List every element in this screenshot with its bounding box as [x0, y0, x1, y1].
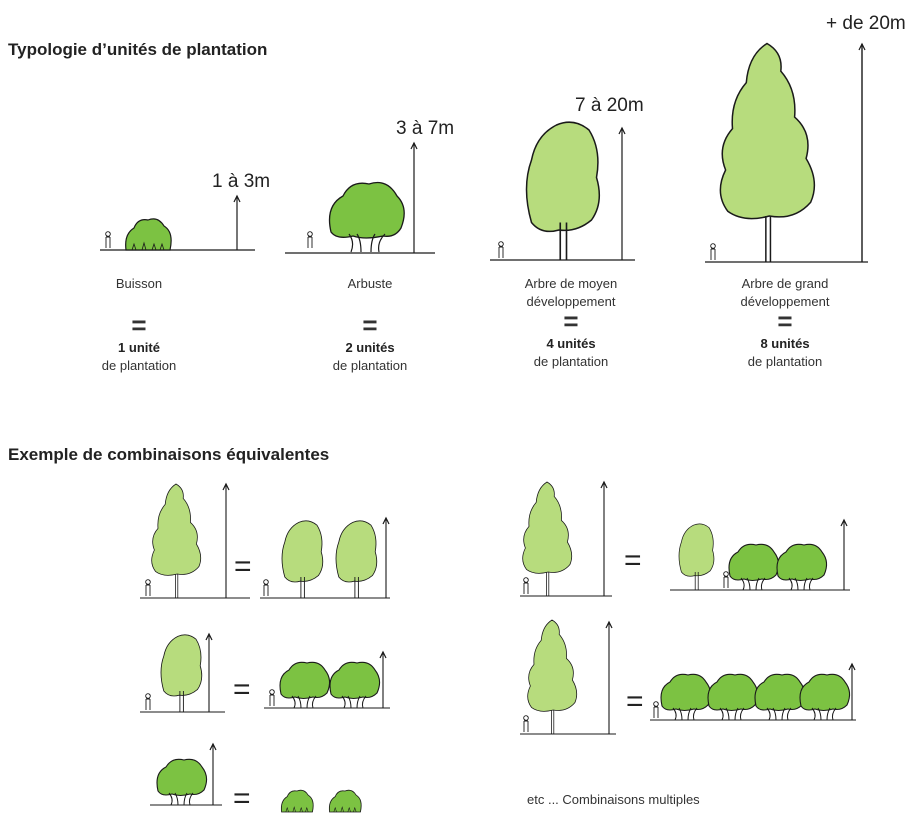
- tall-tree-drawing: [719, 42, 816, 263]
- combo3-bush-2: [328, 789, 362, 813]
- type-name-line2: développement: [740, 294, 830, 309]
- person-figure: [523, 577, 529, 595]
- equals-sign: =: [131, 310, 147, 340]
- footer-note: etc ... Combinaisons multiples: [527, 792, 700, 807]
- combo4-shrub-1: [728, 543, 780, 591]
- height-arrow-grand: [858, 43, 866, 262]
- combo1-medium-tree-2: [335, 520, 378, 599]
- person-figure: [710, 243, 716, 261]
- combo-equals-5: =: [626, 685, 644, 718]
- type-arbuste: Arbuste = 2 unités de plantation: [275, 275, 465, 375]
- unit-count: 8 unités: [760, 336, 810, 351]
- combo3-bush-1: [280, 789, 314, 813]
- type-name: Arbre de grand: [741, 276, 829, 291]
- combo-equals-4: =: [624, 544, 642, 577]
- person-figure: [723, 571, 729, 589]
- combo5-shrub-1: [660, 673, 712, 721]
- unit-count: 4 unités: [546, 336, 596, 351]
- unit-suffix: de plantation: [332, 358, 408, 373]
- person-figure: [105, 231, 111, 249]
- typology-title: Typologie d’unités de plantation: [8, 40, 268, 59]
- combo5-shrub-4: [799, 673, 851, 721]
- height-label-moyen: 7 à 20m: [575, 95, 644, 116]
- equals-sign: =: [777, 306, 793, 336]
- combo5-shrub-2: [707, 673, 759, 721]
- type-name: Buisson: [115, 276, 163, 291]
- combo5-tall-tree: [527, 619, 578, 735]
- unit-count: 1 unité: [118, 340, 160, 355]
- unit-count: 2 unités: [345, 340, 395, 355]
- person-figure: [523, 715, 529, 733]
- equals-sign: =: [362, 310, 378, 340]
- medium-tree-drawing: [525, 121, 601, 261]
- height-arrow-buisson: [233, 195, 241, 250]
- combinations-title: Exemple de combinaisons équivalentes: [8, 445, 330, 464]
- person-figure: [307, 231, 313, 249]
- person-figure: [263, 579, 269, 597]
- type-buisson: Buisson = 1 unité de plantation: [44, 275, 234, 375]
- combo1-tall-tree: [151, 483, 202, 599]
- combo4-tall-tree: [522, 481, 573, 597]
- height-label-grand: + de 20m: [826, 13, 906, 34]
- height-label-arbuste: 3 à 7m: [396, 118, 455, 139]
- combo2-shrub-2: [329, 661, 381, 709]
- person-figure: [653, 701, 659, 719]
- shrub-drawing: [328, 181, 405, 253]
- combo2-medium-tree: [160, 634, 203, 713]
- height-arrow-arbuste: [410, 142, 418, 253]
- combo-equals-1: =: [234, 550, 252, 583]
- person-figure: [145, 579, 151, 597]
- type-arbre-moyen: Arbre de moyen développement = 4 unités …: [476, 275, 666, 371]
- combo1-medium-tree-1: [281, 520, 324, 599]
- unit-suffix: de plantation: [533, 354, 609, 369]
- type-name: Arbuste: [347, 276, 393, 291]
- type-name-line2: développement: [526, 294, 616, 309]
- combo2-shrub-1: [279, 661, 331, 709]
- height-label-buisson: 1 à 3m: [212, 171, 271, 192]
- combo5-shrub-3: [754, 673, 806, 721]
- combo4-medium-tree: [678, 523, 715, 591]
- person-figure: [145, 693, 151, 711]
- height-arrow-moyen: [618, 127, 626, 260]
- combo-equals-3: =: [233, 782, 251, 815]
- type-name: Arbre de moyen: [524, 276, 618, 291]
- combo4-shrub-2: [776, 543, 828, 591]
- equals-sign: =: [563, 306, 579, 336]
- combo3-shrub: [156, 758, 208, 806]
- bush-drawing: [125, 218, 172, 251]
- type-arbre-grand: Arbre de grand développement = 8 unités …: [690, 275, 880, 371]
- unit-suffix: de plantation: [101, 358, 177, 373]
- unit-suffix: de plantation: [747, 354, 823, 369]
- combo-equals-2: =: [233, 673, 251, 706]
- person-figure: [498, 241, 504, 259]
- person-figure: [269, 689, 275, 707]
